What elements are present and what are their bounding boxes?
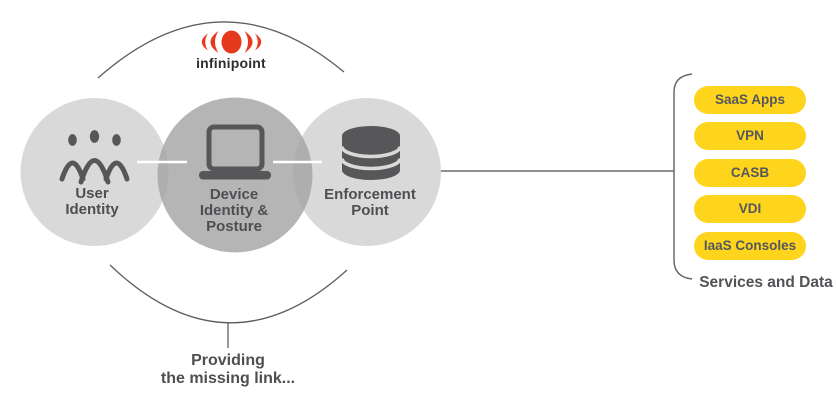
brand-wordmark: infinipoint [196, 55, 266, 71]
people-icon [59, 130, 130, 185]
laptop-icon [199, 124, 271, 180]
user-identity-label: User Identity [65, 185, 119, 218]
caption-line-2: the missing link... [160, 369, 296, 387]
service-pill-vpn: VPN [694, 122, 806, 150]
device-identity-label: Device Identity & Posture [199, 186, 269, 235]
service-pill-casb: CASB [694, 159, 806, 187]
services-group-label: Services and Data [699, 274, 833, 291]
services-bracket [673, 73, 693, 280]
database-icon [340, 126, 402, 180]
top-arc-line [97, 21, 345, 79]
user-identity-circle [20, 98, 169, 246]
service-pill-vdi: VDI [694, 195, 806, 223]
bottom-arc-line [109, 264, 348, 324]
service-pill-iaas-consoles: IaaS Consoles [694, 232, 806, 260]
infinipoint-sonar-icon [201, 30, 262, 54]
service-pill-saas-apps: SaaS Apps [694, 86, 806, 114]
enforcement-point-label: Enforcement Point [324, 186, 416, 219]
bottom-caption: Providing the missing link... [128, 352, 328, 387]
caption-line-1: Providing [191, 352, 265, 369]
